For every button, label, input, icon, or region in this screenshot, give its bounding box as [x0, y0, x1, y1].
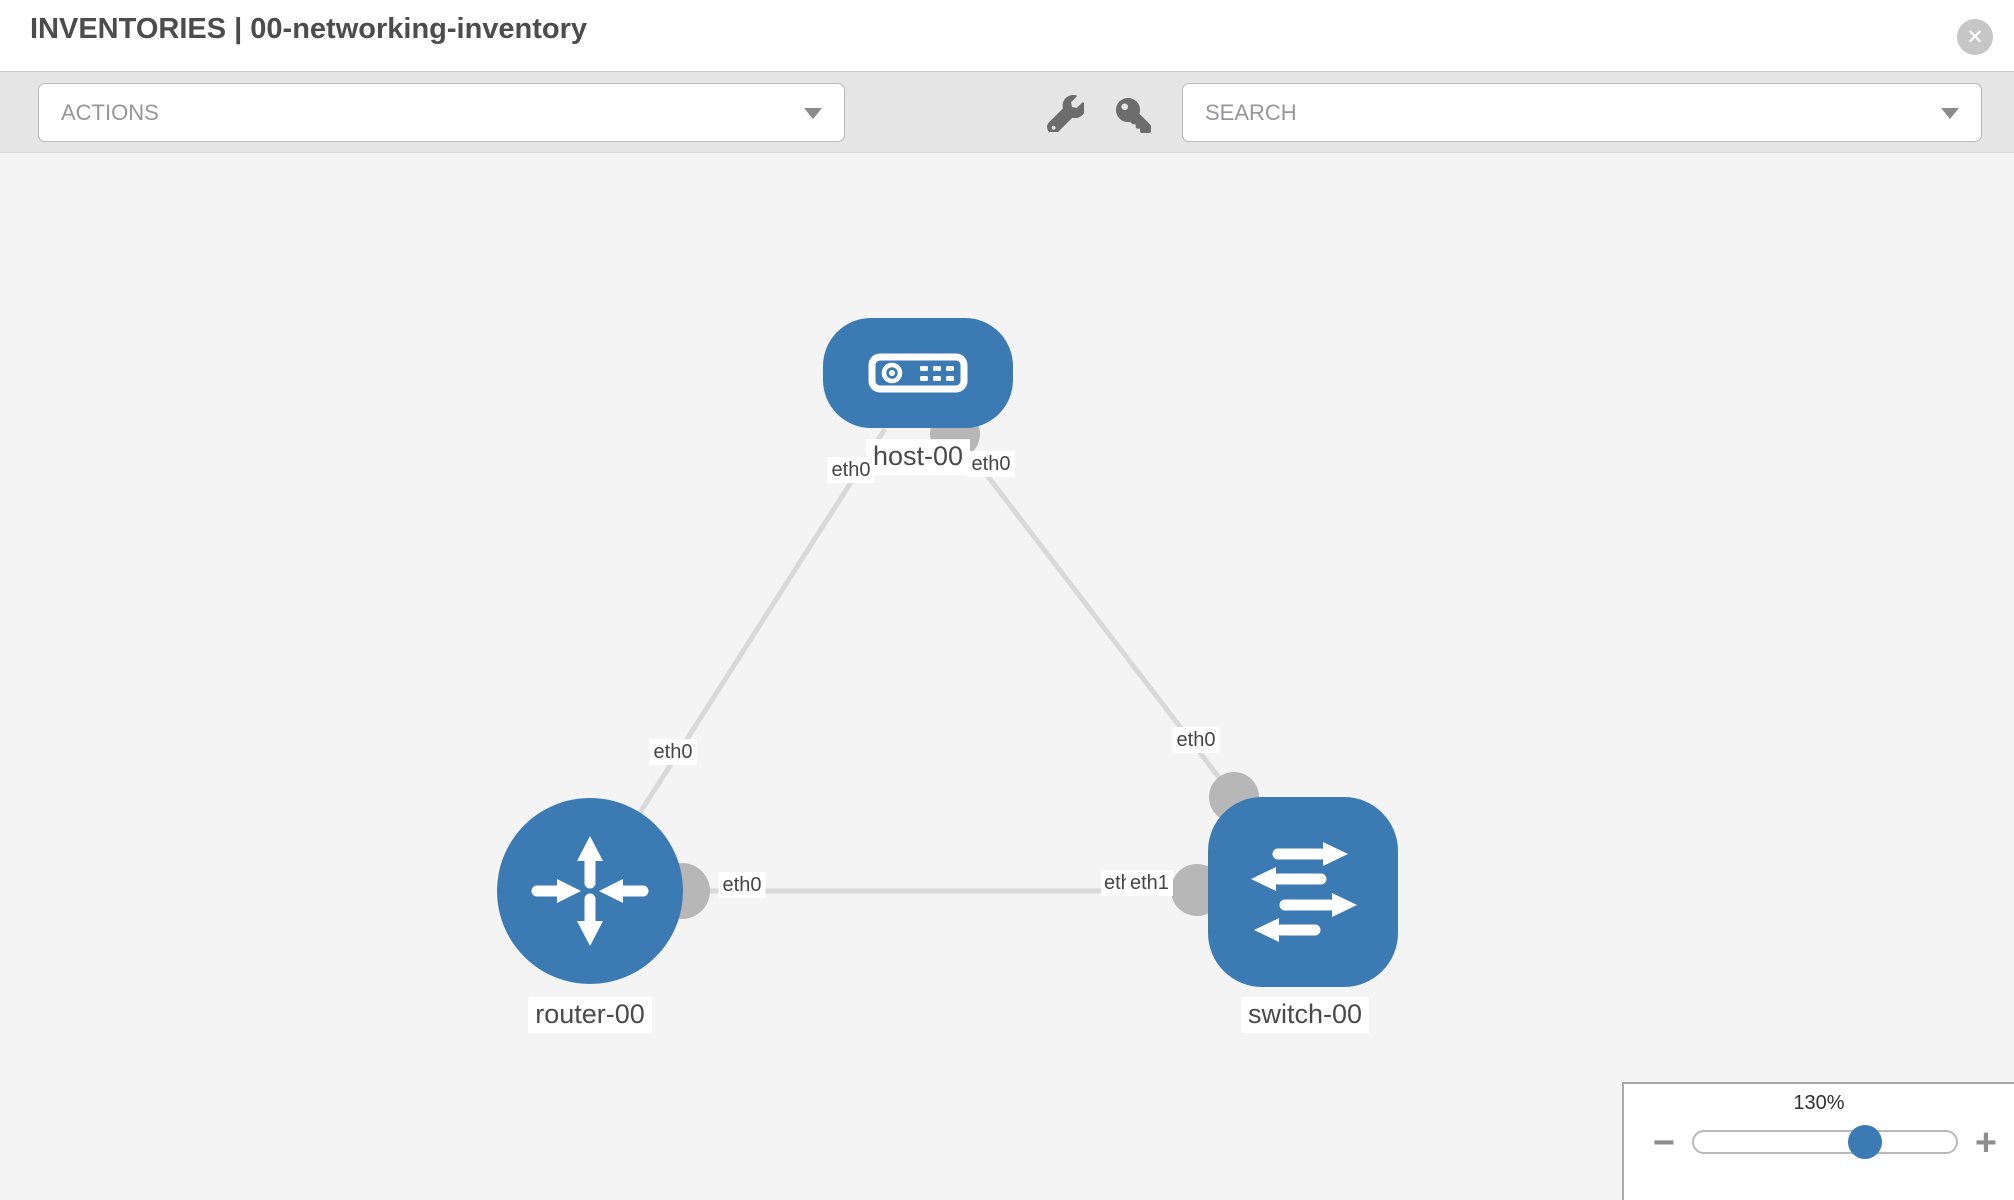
interface-label-link-router-end: eth0: [718, 872, 766, 898]
interface-label-host-right: eth0: [967, 451, 1015, 477]
actions-dropdown[interactable]: ACTIONS: [38, 83, 845, 142]
close-glyph: ✕: [1966, 25, 1984, 49]
zoom-level: 130%: [1793, 1092, 1845, 1114]
page-title: INVENTORIES | 00-networking-inventory: [30, 13, 588, 45]
zoom-in-button[interactable]: +: [1974, 1122, 1998, 1164]
zoom-slider[interactable]: [1692, 1125, 1958, 1159]
interface-label-link-switch-end: eth0 eth1: [1101, 870, 1173, 896]
header: INVENTORIES | 00-networking-inventory ✕: [0, 0, 2014, 71]
wrench-icon[interactable]: [1047, 95, 1084, 132]
interface-label-eth1: eth1: [1126, 870, 1173, 896]
node-host-00[interactable]: [823, 318, 1013, 428]
actions-dropdown-label: ACTIONS: [61, 99, 159, 125]
topology-canvas[interactable]: host-00 router-00 switch-00 eth0 eth0 et…: [0, 153, 2014, 1200]
chevron-down-icon: [804, 107, 822, 119]
interface-label-router-uplink: eth0: [649, 739, 697, 765]
node-label-switch: switch-00: [1240, 997, 1370, 1033]
node-label-host: host-00: [865, 439, 971, 475]
node-label-router: router-00: [528, 997, 652, 1033]
search-dropdown[interactable]: SEARCH: [1182, 83, 1982, 142]
search-dropdown-label: SEARCH: [1205, 99, 1297, 125]
node-switch-00[interactable]: [1208, 797, 1398, 987]
key-icon[interactable]: [1116, 98, 1151, 133]
zoom-panel: 130% − +: [1622, 1082, 2014, 1200]
chevron-down-icon: [1941, 107, 1959, 119]
interface-label-switch-uplink: eth0: [1172, 727, 1220, 753]
toolbar: ACTIONS SEARCH: [0, 71, 2014, 153]
interface-label-host-left: eth0: [827, 457, 875, 483]
switch-arrows-icon: [1240, 829, 1366, 955]
interface-label-clipped: eth0: [1101, 870, 1130, 896]
zoom-slider-thumb[interactable]: [1848, 1125, 1882, 1159]
router-arrows-icon: [531, 832, 649, 950]
topology-graph: [587, 409, 1300, 919]
server-icon: [868, 353, 968, 393]
node-router-00[interactable]: [497, 798, 683, 984]
close-icon[interactable]: ✕: [1957, 19, 1993, 55]
zoom-out-button[interactable]: −: [1652, 1122, 1676, 1164]
